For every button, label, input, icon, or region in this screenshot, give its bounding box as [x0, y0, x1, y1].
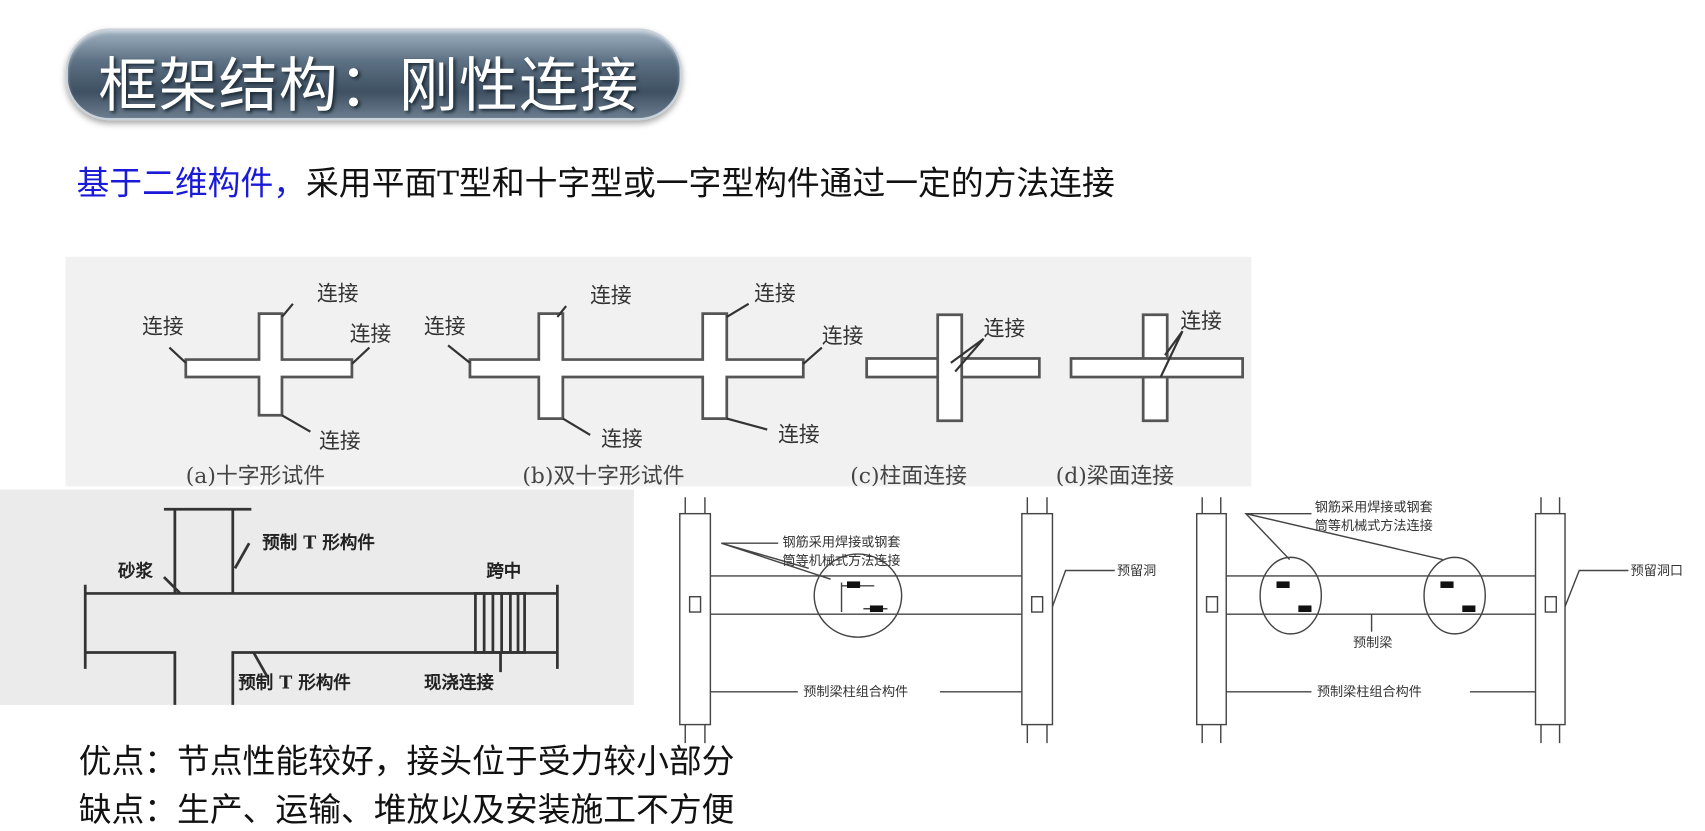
caption-b: (b)双十字形试件	[522, 464, 684, 489]
joint-label: 连接	[424, 314, 466, 338]
pros-text: 优点：节点性能较好，接头位于受力较小部分	[78, 743, 735, 782]
label-assembly: 预制梁柱组合构件	[803, 684, 908, 700]
label-precast-t-top: 预制 T 形构件	[262, 533, 375, 554]
subtitle: 基于二维构件，采用平面T型和十字型或一字型构件通过一定的方法连接	[77, 156, 1115, 204]
subtitle-highlight: 基于二维构件，	[76, 165, 307, 204]
label-precast-beam: 预制梁	[1353, 635, 1392, 651]
joint-label: 连接	[754, 282, 796, 306]
label-reserved-hole: 预留洞	[1117, 563, 1156, 579]
joint-label: 连接	[142, 314, 184, 338]
joint-label: 连接	[601, 427, 643, 451]
label-cast-in-place: 现浇连接	[424, 673, 494, 694]
joint-label: 连接	[319, 429, 361, 453]
caption-a: (a)十字形试件	[186, 464, 325, 489]
joint-label: 连接	[350, 322, 392, 346]
joint-label: 连接	[778, 423, 820, 447]
subtitle-text: 采用平面T型和十字型或一字型构件通过一定的方法连接	[306, 165, 1115, 204]
joint-label: 连接	[590, 284, 632, 308]
label-assembly: 预制梁柱组合构件	[1317, 684, 1422, 700]
joint-label: 连接	[317, 282, 359, 306]
label-midspan: 跨中	[486, 561, 521, 582]
label-mortar: 砂浆	[117, 561, 153, 582]
joint-label: 连接	[984, 317, 1026, 341]
label-rebar-line1: 钢筋采用焊接或钢套	[1315, 498, 1433, 515]
title-banner: 框架结构：刚性连接	[65, 28, 682, 121]
label-rebar-line2: 筒等机械式方法连接	[1315, 517, 1433, 534]
label-precast-t-bottom: 预制 T 形构件	[238, 673, 351, 694]
cons-text: 缺点：生产、运输、堆放以及安装施工不方便	[78, 791, 735, 830]
caption-d: (d)梁面连接	[1056, 464, 1175, 489]
slide-title: 框架结构：刚性连接	[98, 51, 640, 121]
caption-c: (c)柱面连接	[850, 464, 967, 489]
label-reserved-hole: 预留洞口	[1631, 563, 1683, 579]
joint-label: 连接	[822, 324, 864, 348]
joint-label: 连接	[1180, 309, 1222, 333]
label-rebar-line2: 筒等机械式方法连接	[783, 552, 901, 569]
label-rebar-line1: 钢筋采用焊接或钢套	[783, 533, 901, 550]
